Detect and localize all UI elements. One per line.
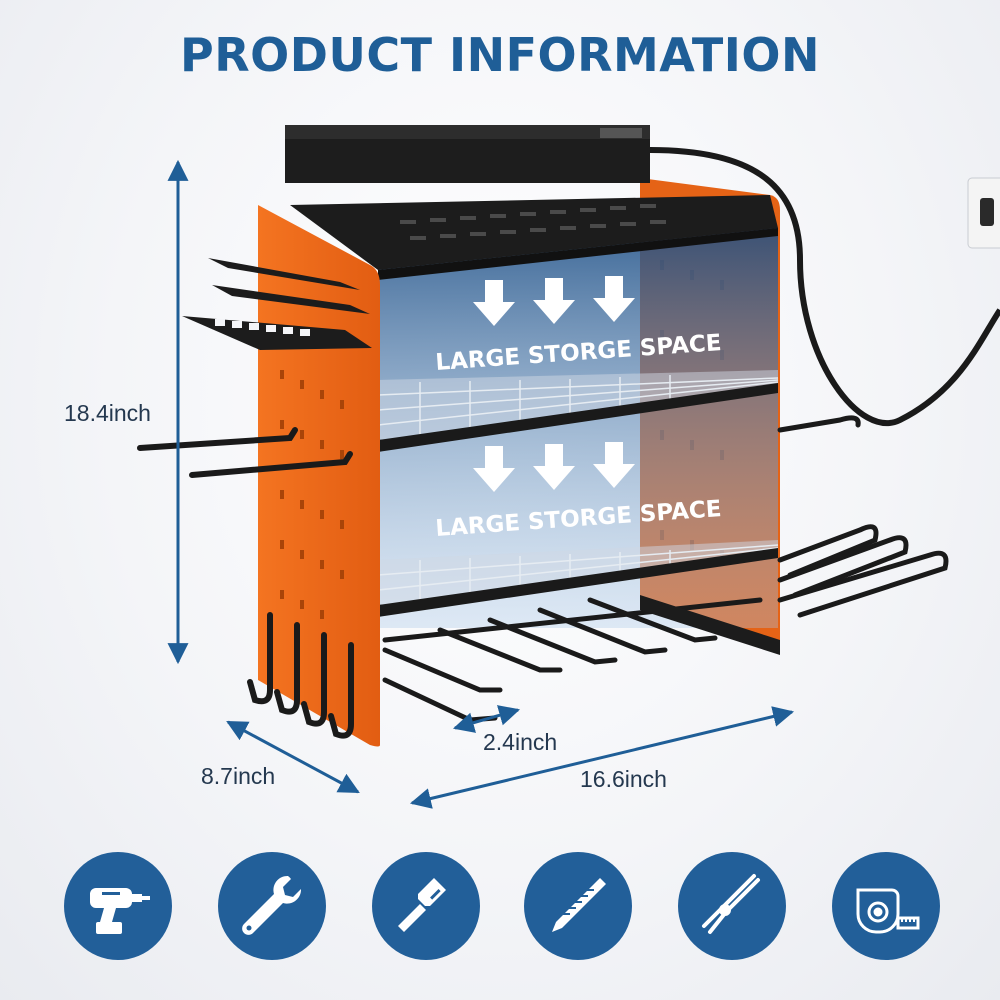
rack-left-panel bbox=[258, 205, 380, 747]
depth-label: 8.7inch bbox=[201, 763, 276, 789]
storage-arrows-lower bbox=[473, 442, 635, 492]
screwdriver-icon bbox=[372, 852, 480, 960]
wrench-icon bbox=[218, 852, 326, 960]
bit-holder-plates bbox=[182, 258, 372, 350]
slot-gap-dimension-line bbox=[452, 705, 521, 733]
power-cord bbox=[649, 147, 1000, 426]
right-tool-slots bbox=[777, 415, 949, 618]
lower-shelf bbox=[377, 540, 779, 617]
width-dimension-line bbox=[409, 706, 795, 809]
side-hooks bbox=[137, 427, 353, 478]
middle-shelf bbox=[377, 370, 779, 452]
page-title: PRODUCT INFORMATION bbox=[180, 28, 820, 82]
base-rail bbox=[640, 595, 780, 655]
storage-arrows-upper bbox=[473, 276, 635, 326]
pliers-icon bbox=[678, 852, 786, 960]
wall-outlet bbox=[967, 177, 1000, 249]
power-strip bbox=[285, 125, 650, 183]
depth-dimension-line bbox=[226, 720, 360, 794]
width-label: 16.6inch bbox=[580, 766, 667, 792]
slot-gap-label: 2.4inch bbox=[483, 729, 558, 755]
tape-measure-icon bbox=[832, 852, 940, 960]
drill-icon bbox=[64, 852, 172, 960]
feature-icons-row bbox=[0, 852, 1000, 962]
top-shelf bbox=[290, 195, 778, 280]
height-label: 18.4inch bbox=[64, 400, 151, 426]
drill-bit-icon bbox=[524, 852, 632, 960]
